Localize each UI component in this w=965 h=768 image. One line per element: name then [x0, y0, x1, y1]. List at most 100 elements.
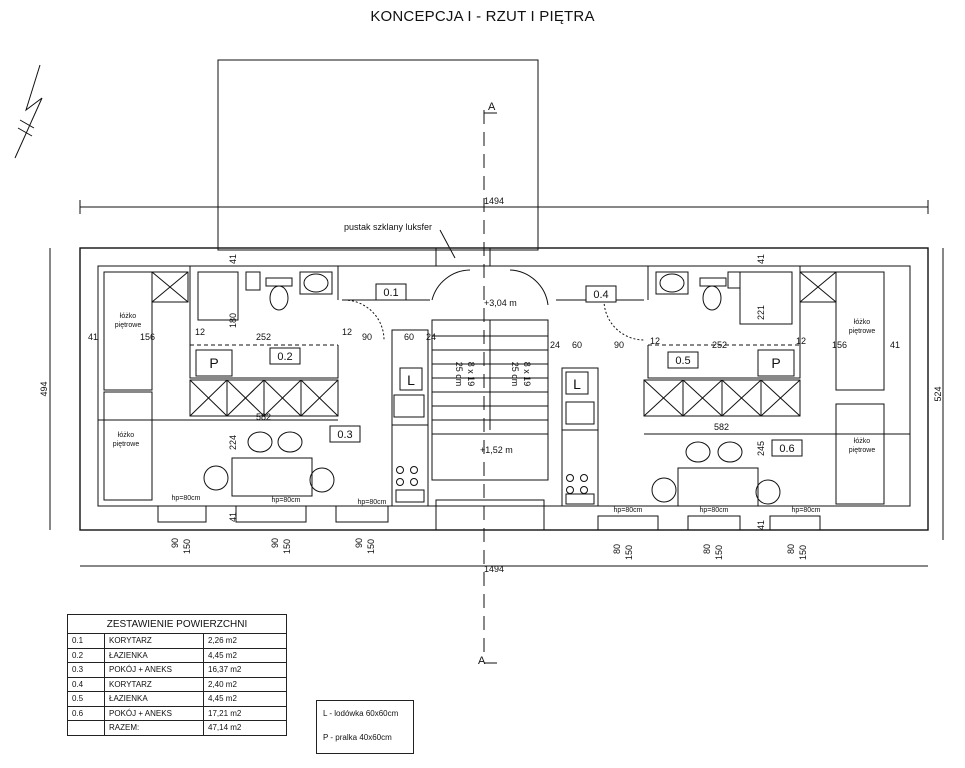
- dim-top: 1494: [484, 196, 504, 206]
- bed-label-3a: łóżko: [854, 319, 870, 326]
- window-height-1: hp=80cm: [172, 495, 201, 502]
- bed-label-1a: łóżko: [120, 313, 136, 320]
- room-0-3: 0.3: [337, 429, 352, 441]
- dim-252-right: 252: [712, 340, 727, 350]
- outer-wall: [79, 247, 929, 531]
- bed-label-3b: piętrowe: [849, 328, 876, 335]
- dim-180: 180: [228, 313, 238, 328]
- sink-right-icon: [659, 273, 685, 293]
- dim-150-w1: 150: [182, 539, 192, 554]
- dim-12-c: 12: [650, 336, 660, 346]
- room-0-2: 0.2: [277, 351, 292, 363]
- dim-150-w2: 150: [282, 539, 292, 554]
- dim-41-top-left: 41: [228, 254, 238, 264]
- dim-12-b: 12: [342, 327, 352, 337]
- dim-582-left: 582: [256, 412, 271, 422]
- stairs-left-steps: 8 x 19: [466, 362, 476, 387]
- dim-90-w1: 90: [170, 538, 180, 548]
- north-arrow-icon: [14, 64, 43, 159]
- window-height-5: hp=80cm: [700, 507, 729, 514]
- fridge-label-right: L: [573, 376, 581, 392]
- dim-90-w3: 90: [354, 538, 364, 548]
- room-0-6: 0.6: [779, 443, 794, 455]
- level-lower: +1,52 m: [480, 445, 513, 455]
- dim-150-w6: 150: [798, 545, 808, 560]
- bunk-bed-left-top: [103, 271, 153, 391]
- dim-156-right: 156: [832, 340, 847, 350]
- bed-label-1b: piętrowe: [115, 322, 142, 329]
- dim-60-left: 60: [404, 332, 414, 342]
- window-height-2: hp=80cm: [272, 497, 301, 504]
- dim-224: 224: [228, 435, 238, 450]
- stairs-right-tread: 25 cm: [510, 362, 520, 387]
- toilet-right-icon: [702, 285, 722, 311]
- bed-label-2a: łóżko: [118, 432, 134, 439]
- stairs-right-steps: 8 x 19: [522, 362, 532, 387]
- legend-box: L - lodówka 60x60cm P - pralka 40x60cm: [316, 700, 414, 754]
- dim-12-a: 12: [195, 327, 205, 337]
- bed-label-4b: piętrowe: [849, 447, 876, 454]
- bunk-bed-left-bottom: [103, 391, 153, 501]
- dim-252-left: 252: [256, 332, 271, 342]
- glass-block-label: pustak szklany luksfer: [344, 222, 432, 232]
- washer-label-left: P: [209, 355, 218, 371]
- window-height-6: hp=80cm: [792, 507, 821, 514]
- dim-150-w4: 150: [624, 545, 634, 560]
- dim-41-right: 41: [890, 340, 900, 350]
- window-height-3: hp=80cm: [358, 499, 387, 506]
- sink-left-icon: [303, 273, 329, 293]
- bed-label-4a: łóżko: [854, 438, 870, 445]
- dim-90-right: 90: [614, 340, 624, 350]
- dim-24-right: 24: [550, 340, 560, 350]
- bunk-bed-right-bottom: [835, 403, 885, 505]
- dim-80-w4: 80: [612, 544, 622, 554]
- shower-right: [739, 271, 793, 325]
- dim-12-d: 12: [796, 336, 806, 346]
- room-0-5: 0.5: [675, 355, 690, 367]
- legend-washer: P - pralka 40x60cm: [323, 733, 392, 742]
- dim-80-w6: 80: [786, 544, 796, 554]
- dim-245: 245: [756, 441, 766, 456]
- washer-left: [195, 349, 233, 377]
- shower-left: [197, 271, 239, 321]
- dim-150-w5: 150: [714, 545, 724, 560]
- section-mark-top: A: [488, 101, 496, 113]
- room-0-1: 0.1: [383, 287, 398, 299]
- bed-label-2b: piętrowe: [113, 441, 140, 448]
- stairs-left-tread: 25 cm: [454, 362, 464, 387]
- inner-wall: [97, 265, 911, 507]
- dim-bottom: 1494: [484, 564, 504, 574]
- dining-table-right: [677, 467, 759, 507]
- dim-24-left: 24: [426, 332, 436, 342]
- dim-60-right: 60: [572, 340, 582, 350]
- washer-label-right: P: [771, 355, 780, 371]
- bunk-bed-right-top: [835, 271, 885, 391]
- dim-41-top-right: 41: [756, 254, 766, 264]
- dim-41-left: 41: [88, 332, 98, 342]
- dim-582-right: 582: [714, 422, 729, 432]
- dim-41-bottom-left: 41: [228, 512, 238, 522]
- area-summary-table: ZESTAWIENIE POWIERZCHNI 0.1 KORYTARZ 2,2…: [67, 614, 287, 736]
- level-upper: +3,04 m: [484, 298, 517, 308]
- dim-150-w3: 150: [366, 539, 376, 554]
- fridge-label-left: L: [407, 372, 415, 388]
- section-mark-bottom: A: [478, 655, 486, 667]
- kitchenette-right: [561, 367, 599, 507]
- dim-41-bottom-right: 41: [756, 520, 766, 530]
- upper-outline: [217, 59, 539, 251]
- dining-table-left: [231, 457, 313, 497]
- dim-156-left: 156: [140, 332, 155, 342]
- dim-right: 524: [933, 386, 943, 401]
- window-height-4: hp=80cm: [614, 507, 643, 514]
- dim-80-w5: 80: [702, 544, 712, 554]
- table-total-row: RAZEM:47,14 m2: [67, 720, 287, 736]
- toilet-left-icon: [269, 285, 289, 311]
- dim-221: 221: [756, 305, 766, 320]
- glass-block: [435, 247, 491, 267]
- legend-fridge: L - lodówka 60x60cm: [323, 709, 399, 718]
- dim-left: 494: [39, 381, 49, 396]
